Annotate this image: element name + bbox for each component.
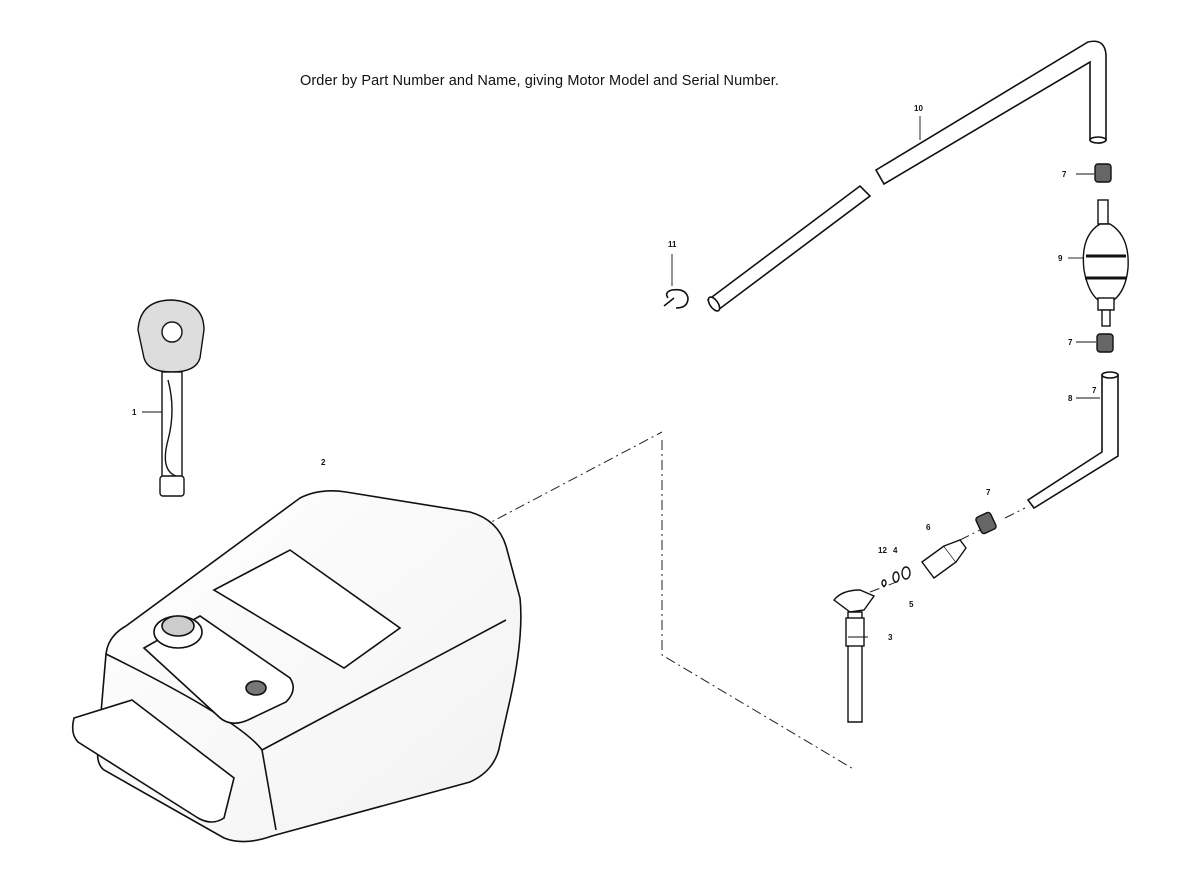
hose-clamp-11 <box>663 288 689 309</box>
callout-7-c: 7 <box>986 488 991 497</box>
leader-lines <box>142 116 1100 638</box>
fuel-tank-2 <box>71 490 522 843</box>
assembly-lines <box>479 431 1026 771</box>
pickup-tube-3 <box>833 589 876 723</box>
callout-7-d: 7 <box>1092 386 1097 395</box>
diagram-title: Order by Part Number and Name, giving Mo… <box>300 73 780 89</box>
callout-1: 1 <box>132 408 137 417</box>
callout-5: 5 <box>909 600 914 609</box>
callout-2: 2 <box>321 458 326 467</box>
fuel-hose-8 <box>1026 371 1119 510</box>
callout-7-a: 7 <box>1062 170 1067 179</box>
callout-8: 8 <box>1068 394 1073 403</box>
callout-12: 12 <box>878 546 887 555</box>
callout-6: 6 <box>926 523 931 532</box>
callout-10: 10 <box>914 104 923 113</box>
fuel-hose-10 <box>706 40 1107 312</box>
callout-11: 11 <box>668 240 677 249</box>
o-rings-4-5-12 <box>881 566 911 587</box>
callout-3: 3 <box>888 633 893 642</box>
callout-7-b: 7 <box>1068 338 1073 347</box>
callout-4: 4 <box>893 546 898 555</box>
hose-clamps-7 <box>975 163 1114 535</box>
callout-9: 9 <box>1058 254 1063 263</box>
fuel-gauge-1 <box>137 299 205 497</box>
primer-bulb-9 <box>1082 199 1129 327</box>
connector-6 <box>921 539 967 579</box>
